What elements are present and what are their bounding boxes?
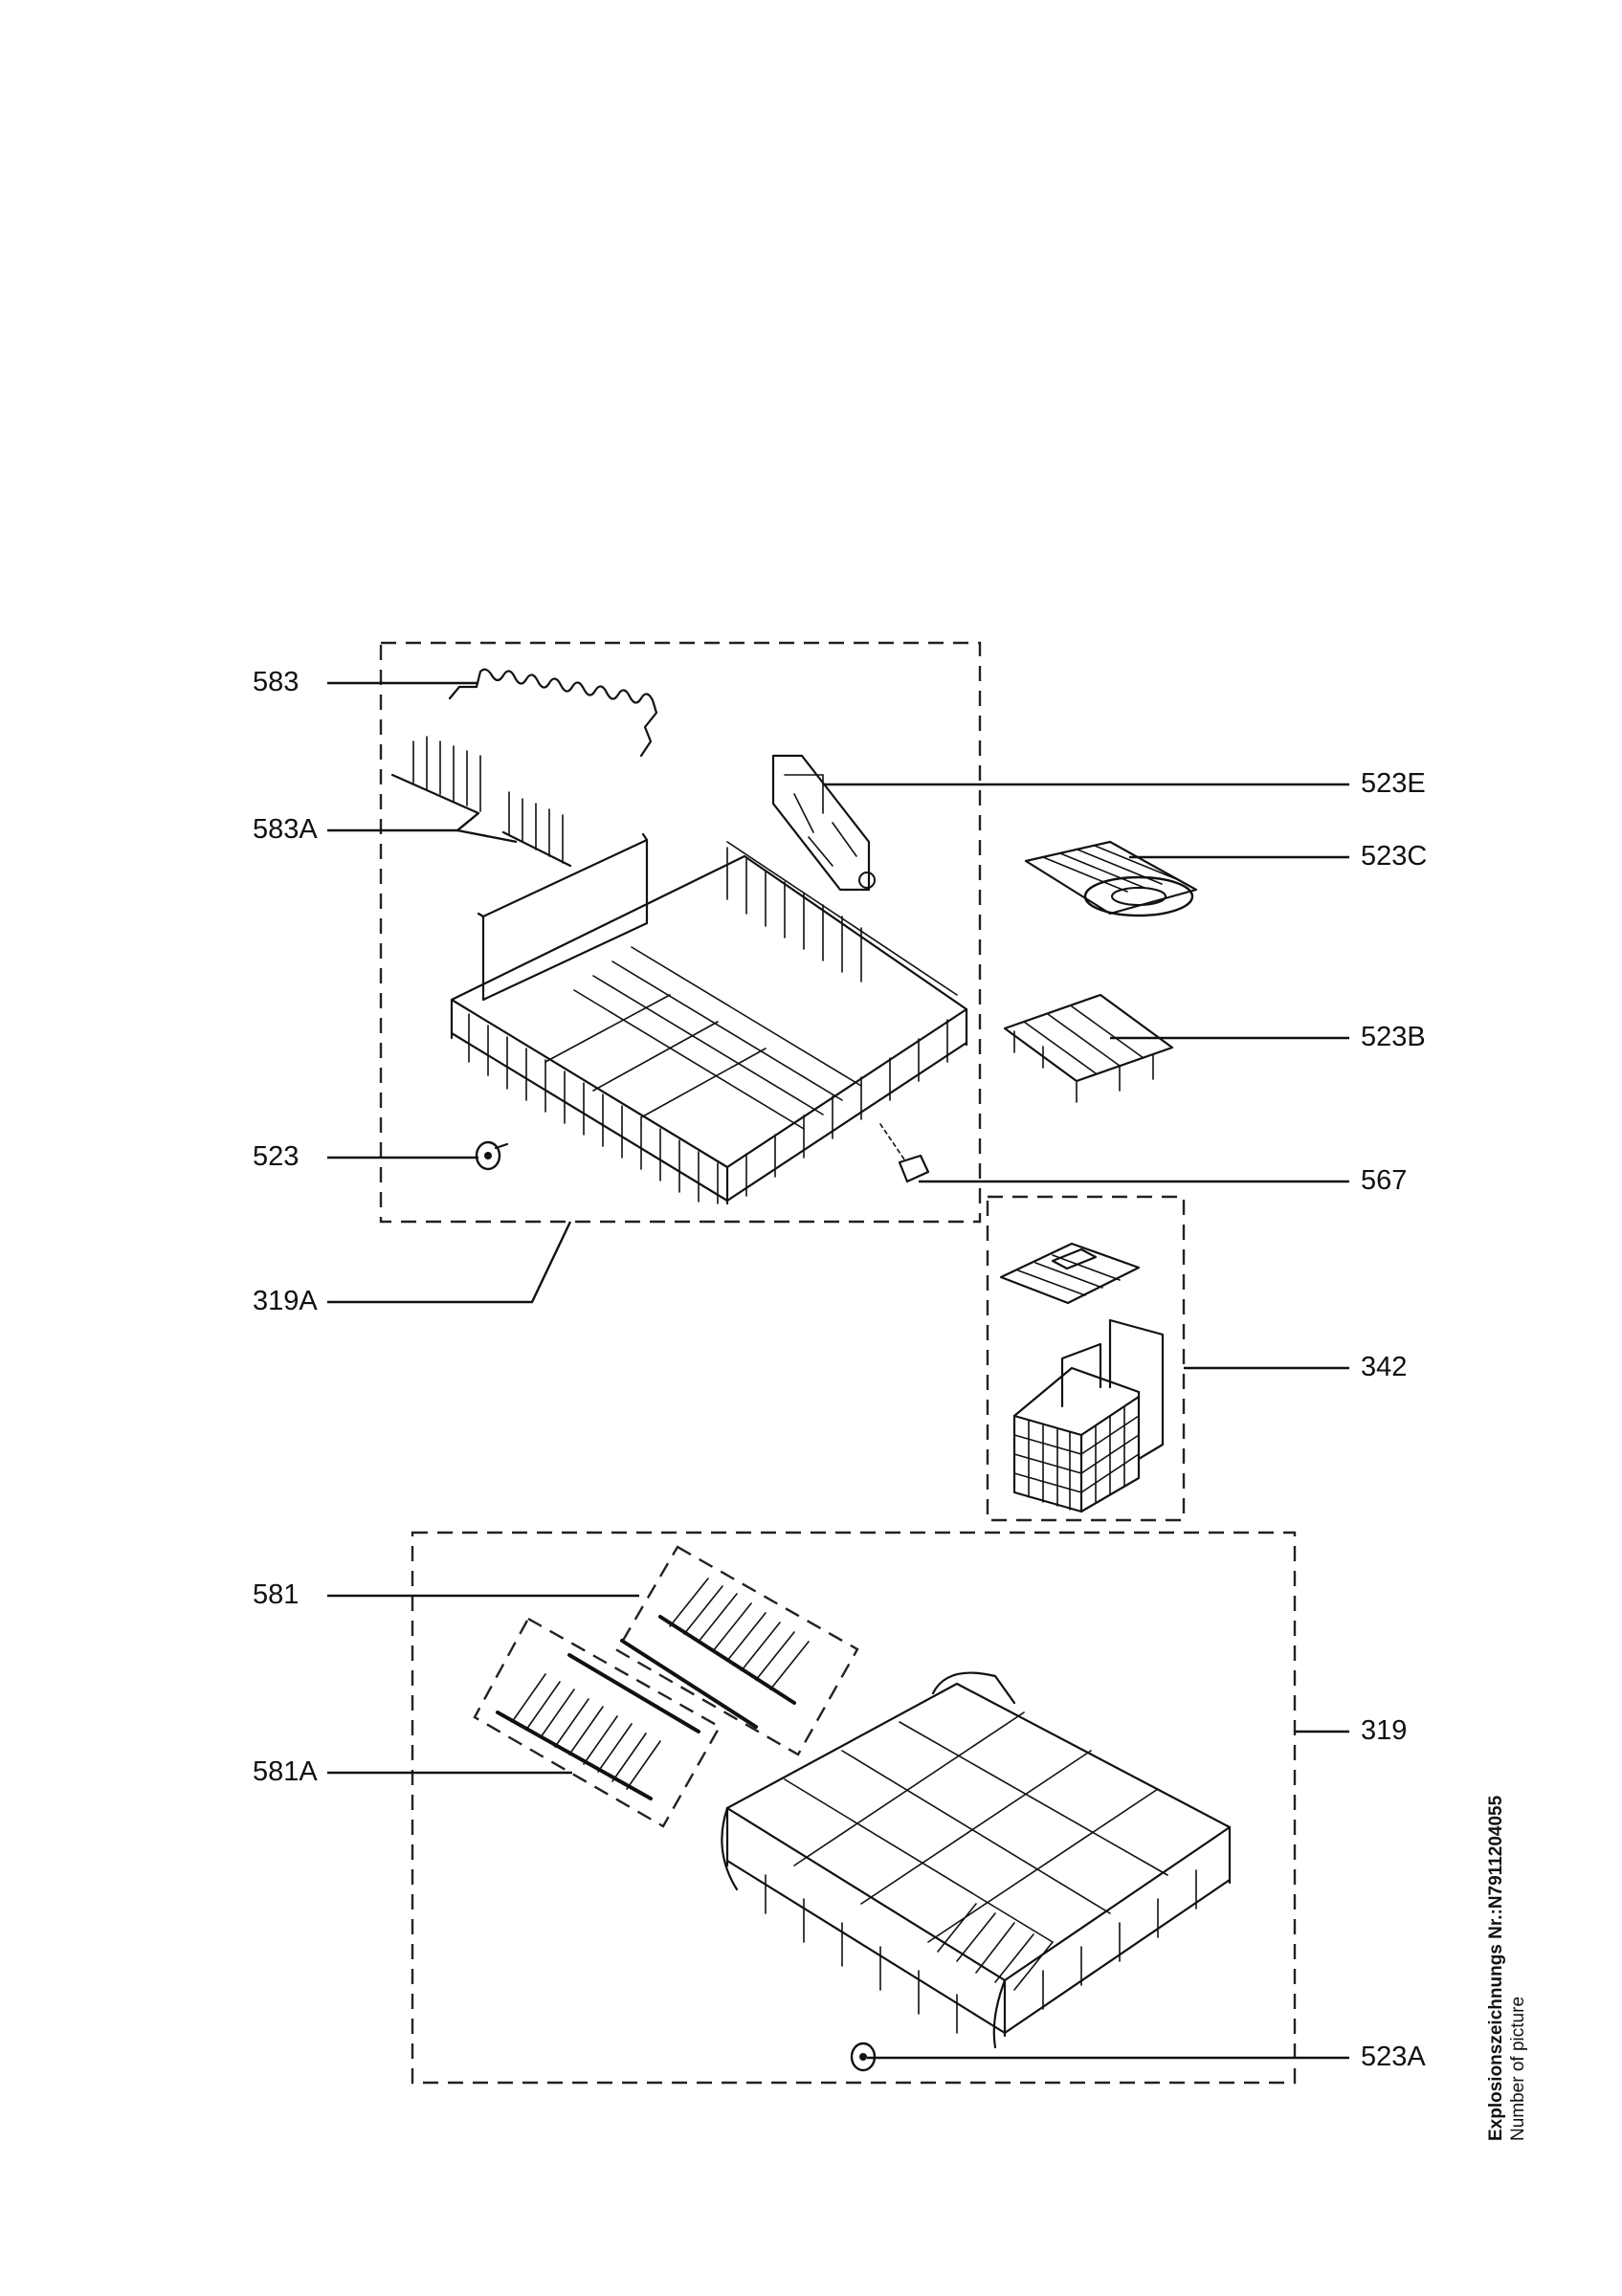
- label-342: 342: [1361, 1352, 1408, 1382]
- label-523B: 523B: [1361, 1022, 1426, 1052]
- part-523E-clip-rack: [771, 754, 876, 892]
- label-567: 567: [1361, 1165, 1408, 1196]
- lower-basket-group-box: [411, 1531, 1297, 2085]
- part-523A-roller: [850, 2042, 877, 2072]
- label-581A: 581A: [253, 1756, 318, 1787]
- part-342-cutlery-basket: [999, 1242, 1165, 1513]
- label-523A: 523A: [1361, 2042, 1426, 2072]
- part-583-wave-wire: [448, 668, 658, 758]
- label-523C: 523C: [1361, 841, 1428, 872]
- rack-581-group-box: [615, 1545, 859, 1756]
- picture-caption: Number of picture: [1508, 1996, 1528, 2141]
- drawing-number: Explosionszeichnungs Nr.:N7911204055: [1486, 1795, 1506, 2141]
- rack-581A-group-box: [473, 1617, 722, 1828]
- leader-lines: [327, 681, 1349, 2060]
- label-583A: 583A: [253, 814, 318, 845]
- label-319A: 319A: [253, 1286, 318, 1316]
- label-319: 319: [1361, 1715, 1408, 1746]
- label-581: 581: [253, 1579, 300, 1610]
- upper-basket-group-box: [379, 641, 982, 1224]
- part-567-clip: [879, 1123, 930, 1183]
- part-581A-tine-rack: [496, 1653, 700, 1800]
- label-523: 523: [253, 1141, 300, 1172]
- part-523C-cup-shelf: [1024, 840, 1198, 917]
- part-583A-tine-rows: [390, 736, 572, 868]
- part-319-lower-basket: [721, 1671, 1232, 2049]
- label-523E: 523E: [1361, 768, 1426, 799]
- part-523-roller: [475, 1140, 509, 1171]
- part-523B-clip-shelf: [1003, 993, 1174, 1103]
- part-319A-upper-basket: [450, 832, 968, 1205]
- cutlery-basket-group-box: [986, 1195, 1186, 1522]
- label-583: 583: [253, 667, 300, 697]
- part-581-tine-rack: [620, 1578, 810, 1729]
